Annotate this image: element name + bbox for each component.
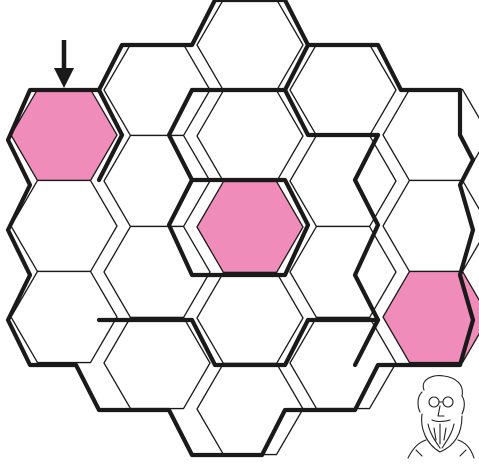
hex-cell[interactable]: [290, 135, 396, 226]
hex-cell[interactable]: [197, 90, 303, 181]
hex-cell[interactable]: [104, 226, 210, 317]
hex-cell-highlighted[interactable]: [197, 181, 303, 272]
hex-cell[interactable]: [197, 0, 303, 91]
bearded-man-portrait-icon: [408, 376, 474, 458]
hex-cell-highlighted[interactable]: [11, 89, 117, 180]
hex-cell[interactable]: [383, 89, 479, 180]
down-arrow-icon: [54, 40, 74, 88]
hex-cell[interactable]: [290, 226, 396, 317]
hex-cell[interactable]: [104, 317, 210, 408]
cells-layer: [11, 0, 479, 455]
hex-cell[interactable]: [197, 272, 303, 363]
hex-cell[interactable]: [290, 44, 396, 135]
